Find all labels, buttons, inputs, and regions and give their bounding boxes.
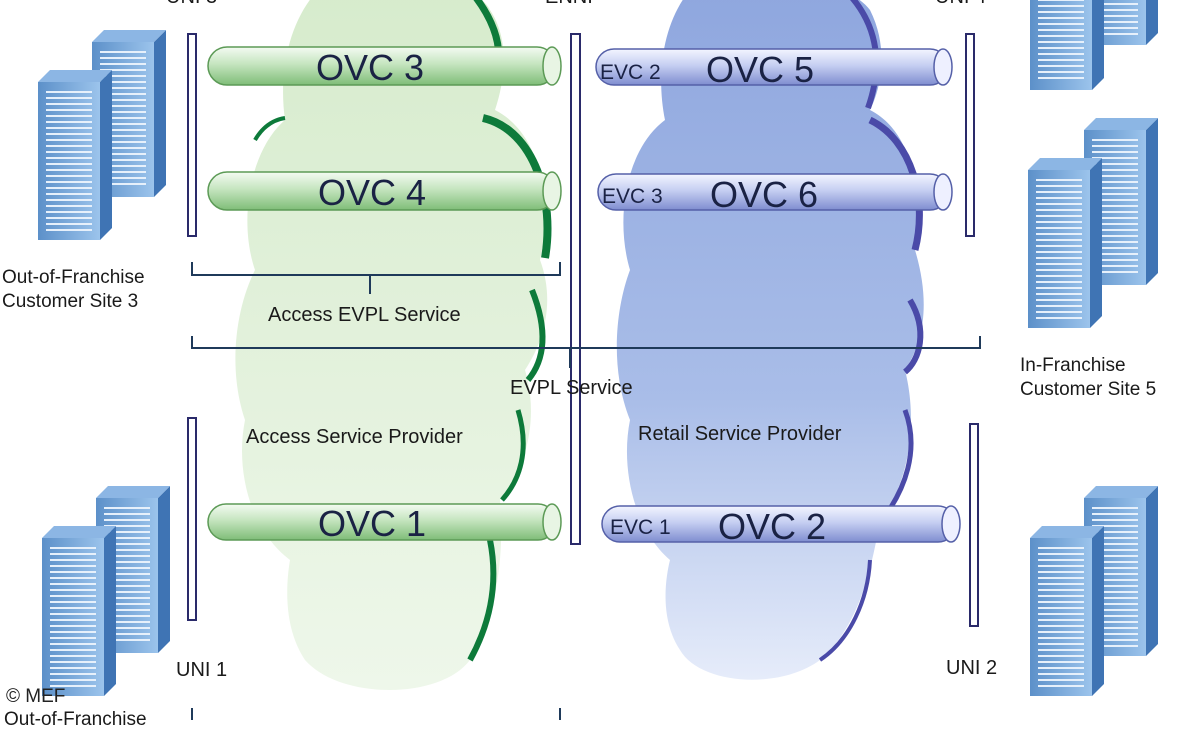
server-icon — [1030, 526, 1104, 696]
uni1-label: UNI 1 — [176, 659, 228, 681]
server-icon — [1028, 158, 1102, 328]
ovc6-label: OVC 6 — [710, 174, 819, 215]
enni-label-partial: ENNI — [545, 0, 593, 9]
evpl-service-label: EVPL Service — [510, 377, 633, 399]
ovc4-label: OVC 4 — [318, 172, 427, 213]
ovc4-pipe — [207, 171, 562, 211]
evc3-label: EVC 3 — [602, 185, 663, 208]
ovc2-pipe — [601, 505, 961, 543]
ovc6-pipe — [597, 173, 953, 211]
access-provider-cloud — [235, 0, 552, 690]
ovc5-label: OVC 5 — [706, 49, 815, 90]
copyright-notice: © MEF — [6, 686, 66, 707]
server-icon — [1030, 0, 1104, 90]
ovc2-label: OVC 2 — [718, 506, 827, 547]
evc1-label: EVC 1 — [610, 516, 671, 539]
uni4-label-partial: UNI 4 — [935, 0, 986, 9]
server-icon — [42, 526, 116, 696]
bottom-bracket-partial — [191, 708, 561, 720]
ovc1-label: OVC 1 — [318, 503, 427, 544]
ovc3-label: OVC 3 — [316, 47, 425, 88]
uni3-label-partial: UNI 3 — [166, 0, 217, 9]
site1-label-partial: Out-of-Franchise — [4, 709, 147, 730]
evc2-label: EVC 2 — [600, 61, 661, 84]
uni2-label: UNI 2 — [946, 657, 998, 679]
evpl-bracket — [191, 336, 981, 368]
uni2-interface-bar — [969, 423, 979, 627]
ovc5-pipe — [595, 48, 953, 86]
site3-label: Out-of-Franchise Customer Site 3 — [2, 267, 145, 312]
access-evpl-bracket — [191, 262, 561, 294]
uni1-interface-bar — [187, 417, 197, 621]
access-provider-label: Access Service Provider — [246, 426, 463, 448]
retail-provider-label: Retail Service Provider — [638, 423, 842, 445]
ovc3-pipe — [207, 46, 562, 86]
server-icon — [38, 70, 112, 240]
enni-interface-bar — [570, 33, 581, 545]
uni4-interface-bar — [965, 33, 975, 237]
server-icon — [92, 30, 166, 197]
uni3-interface-bar — [187, 33, 197, 237]
site5-label: In-Franchise Customer Site 5 — [1020, 355, 1157, 400]
access-evpl-service-label: Access EVPL Service — [268, 304, 461, 326]
ovc1-pipe — [207, 503, 562, 541]
retail-provider-cloud — [616, 0, 924, 680]
